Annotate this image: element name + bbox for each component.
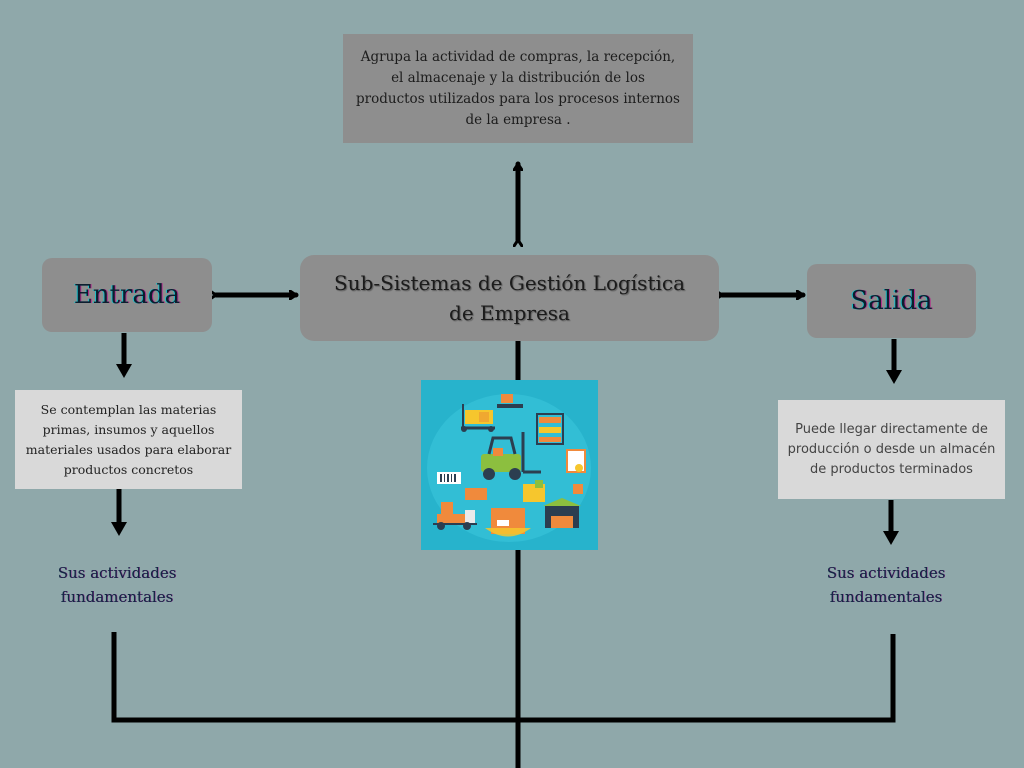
package-hands-icon — [485, 508, 531, 537]
delivery-truck-icon — [433, 502, 477, 530]
salida-title: Salida — [850, 286, 933, 316]
top-description-text: Agrupa la actividad de compras, la recep… — [356, 48, 680, 128]
center-title-box: Sub-Sistemas de Gestión Logística de Emp… — [300, 255, 719, 341]
logistics-illustration-icon — [421, 380, 598, 550]
padlock-box-icon — [523, 480, 545, 502]
clipboard-icon — [566, 449, 586, 473]
entrada-title: Entrada — [73, 280, 181, 310]
pallet-truck-icon — [461, 404, 495, 432]
hand-truck-icon — [573, 484, 583, 494]
forklift-icon — [481, 432, 541, 480]
top-description-box: Agrupa la actividad de compras, la recep… — [343, 34, 693, 143]
salida-activities-label: Sus actividades fundamentales — [826, 564, 946, 606]
salida-description-text: Puede llegar directamente de producción … — [787, 421, 996, 477]
scale-icon — [497, 394, 523, 408]
salida-description-box: Puede llegar directamente de producción … — [778, 400, 1005, 499]
entrada-box: Entrada — [42, 258, 212, 332]
barcode-icon — [437, 472, 461, 484]
entrada-description-text: Se contemplan las materias primas, insum… — [25, 401, 232, 477]
open-box-icon — [465, 488, 487, 500]
entrada-activities-label: Sus actividades fundamentales — [57, 564, 177, 606]
entrada-description-box: Se contemplan las materias primas, insum… — [15, 390, 242, 489]
center-title-text: Sub-Sistemas de Gestión Logística de Emp… — [333, 271, 685, 325]
bottom-bracket-line — [111, 632, 896, 723]
warehouse-icon — [543, 498, 581, 528]
salida-box: Salida — [807, 264, 976, 338]
shelves-icon — [536, 413, 564, 445]
